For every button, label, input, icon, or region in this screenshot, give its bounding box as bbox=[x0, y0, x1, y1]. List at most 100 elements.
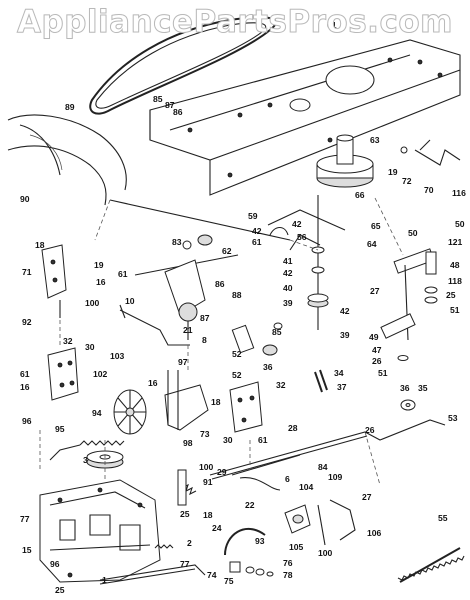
callout-36: 36 bbox=[400, 383, 410, 393]
cooling-fan[interactable] bbox=[113, 389, 147, 435]
callout-87: 87 bbox=[165, 100, 175, 110]
callout-labels: 89 85 87 86 61 90 18 19 71 16 100 92 61 … bbox=[20, 20, 466, 595]
callout-30: 30 bbox=[223, 435, 233, 445]
deck-housing-outline bbox=[7, 114, 127, 206]
callout-87: 87 bbox=[200, 313, 210, 323]
clutch-rod[interactable] bbox=[231, 454, 301, 491]
callout-39: 39 bbox=[340, 330, 350, 340]
callout-64: 64 bbox=[367, 239, 377, 249]
callout-100: 100 bbox=[318, 548, 333, 558]
callout-29: 29 bbox=[217, 467, 227, 477]
callout-86: 86 bbox=[215, 279, 225, 289]
callout-77: 77 bbox=[180, 559, 190, 569]
callout-85: 85 bbox=[153, 94, 163, 104]
mount-bracket-left[interactable] bbox=[41, 244, 67, 318]
callout-84: 84 bbox=[318, 462, 328, 472]
callout-42: 42 bbox=[283, 268, 293, 278]
callout-100: 100 bbox=[85, 298, 100, 308]
transaxle[interactable] bbox=[39, 479, 161, 583]
callout-50: 50 bbox=[408, 228, 418, 238]
callout-19: 19 bbox=[94, 260, 104, 270]
small-spring[interactable] bbox=[154, 544, 174, 549]
callout-10: 10 bbox=[125, 296, 135, 306]
callout-61: 61 bbox=[252, 237, 262, 247]
callout-86: 86 bbox=[173, 107, 183, 117]
callout-118: 118 bbox=[448, 276, 462, 286]
long-spring[interactable] bbox=[397, 547, 465, 583]
rod-hardware[interactable] bbox=[229, 561, 274, 577]
return-spring[interactable] bbox=[177, 469, 197, 506]
callout-62: 62 bbox=[222, 246, 232, 256]
control-knob[interactable] bbox=[178, 302, 198, 340]
callout-16: 16 bbox=[148, 378, 158, 388]
callout-15: 15 bbox=[22, 545, 32, 555]
callout-35: 35 bbox=[418, 383, 428, 393]
axle-plate[interactable] bbox=[47, 347, 79, 401]
idler-bracket[interactable] bbox=[267, 209, 346, 251]
callout-70: 70 bbox=[424, 185, 434, 195]
clutch-bracket[interactable] bbox=[164, 370, 209, 431]
callout-61: 61 bbox=[327, 20, 337, 30]
callout-71: 71 bbox=[22, 267, 32, 277]
callout-121: 121 bbox=[448, 237, 463, 247]
rear-plate[interactable] bbox=[229, 381, 263, 433]
callout-36: 36 bbox=[263, 362, 273, 372]
callout-26: 26 bbox=[372, 356, 382, 366]
callout-72: 72 bbox=[402, 176, 412, 186]
washer-set[interactable] bbox=[400, 399, 416, 411]
pivot-link[interactable] bbox=[317, 499, 356, 546]
callout-88: 88 bbox=[232, 290, 242, 300]
callout-55: 55 bbox=[438, 513, 448, 523]
callout-37: 37 bbox=[337, 382, 347, 392]
callout-24: 24 bbox=[212, 523, 222, 533]
callout-65: 65 bbox=[371, 221, 381, 231]
callout-34: 34 bbox=[334, 368, 344, 378]
brake-lever-assembly[interactable] bbox=[380, 248, 438, 361]
roller-pin[interactable] bbox=[231, 322, 283, 356]
tension-spring[interactable] bbox=[49, 440, 125, 461]
callout-93: 93 bbox=[255, 536, 265, 546]
callout-97: 97 bbox=[178, 357, 188, 367]
return-hose[interactable] bbox=[224, 528, 266, 556]
callout-51: 51 bbox=[378, 368, 388, 378]
callout-47: 47 bbox=[372, 345, 382, 355]
linkage-rod[interactable] bbox=[119, 304, 190, 346]
callout-91: 91 bbox=[203, 477, 213, 487]
drive-belt[interactable] bbox=[89, 16, 277, 115]
callout-2: 2 bbox=[187, 538, 192, 548]
key-pin[interactable] bbox=[314, 369, 328, 393]
callout-41: 41 bbox=[283, 256, 293, 266]
callout-22: 22 bbox=[245, 500, 255, 510]
chassis-frame bbox=[149, 39, 461, 196]
callout-8: 8 bbox=[202, 335, 207, 345]
callout-32: 32 bbox=[63, 336, 73, 346]
callout-109: 109 bbox=[328, 472, 343, 482]
callout-105: 105 bbox=[289, 542, 304, 552]
callout-89: 89 bbox=[65, 102, 75, 112]
callout-53: 53 bbox=[448, 413, 458, 423]
callout-18: 18 bbox=[35, 240, 45, 250]
callout-116: 116 bbox=[452, 188, 466, 198]
callout-52: 52 bbox=[232, 349, 242, 359]
lift-bracket[interactable] bbox=[164, 234, 213, 316]
callout-96: 96 bbox=[22, 416, 32, 426]
callout-66: 66 bbox=[355, 190, 365, 200]
callout-26: 26 bbox=[365, 425, 375, 435]
callout-18: 18 bbox=[203, 510, 213, 520]
callout-106: 106 bbox=[367, 528, 382, 538]
transaxle-pulley[interactable] bbox=[86, 450, 124, 469]
pivot-bracket[interactable] bbox=[284, 504, 311, 534]
callout-94: 94 bbox=[92, 408, 102, 418]
callout-30: 30 bbox=[85, 342, 95, 352]
shift-bracket[interactable] bbox=[400, 139, 461, 166]
callout-3: 3 bbox=[83, 455, 88, 465]
callout-42: 42 bbox=[292, 219, 302, 229]
callout-90: 90 bbox=[20, 194, 30, 204]
engine-pulley[interactable] bbox=[316, 134, 374, 188]
brake-rod[interactable] bbox=[209, 419, 446, 480]
callout-1: 1 bbox=[102, 575, 107, 585]
parking-rod[interactable] bbox=[99, 564, 206, 585]
callout-61: 61 bbox=[118, 269, 128, 279]
callout-52: 52 bbox=[232, 370, 242, 380]
